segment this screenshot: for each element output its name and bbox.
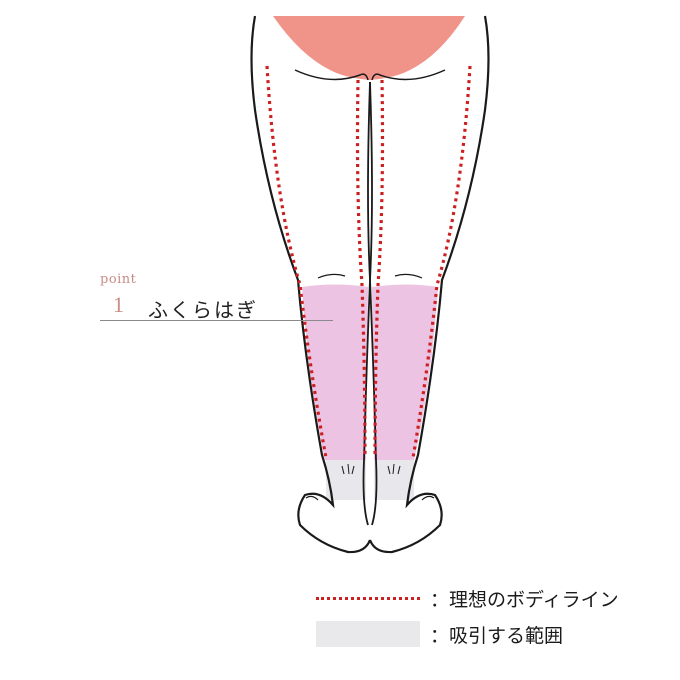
callout-underline	[100, 320, 333, 321]
ideal-line-right-inner	[373, 79, 385, 459]
knee-mark-right	[394, 273, 423, 279]
point-caption: point	[100, 272, 137, 287]
ideal-line-right-outer	[411, 65, 472, 459]
knee-mark-left	[317, 273, 346, 279]
ankle-detail-marks	[341, 463, 401, 475]
left-leg-outline	[250, 15, 372, 554]
calf-highlight-left	[302, 284, 368, 460]
ideal-line-left-inner	[355, 79, 367, 459]
foot-left	[305, 495, 319, 501]
foot-right	[421, 495, 435, 501]
legend-ideal-line-label: ：理想のボディライン	[430, 588, 619, 611]
legend-suction-range-label: ：吸引する範囲	[430, 624, 564, 647]
ankle-area-left	[326, 460, 366, 500]
right-leg-outline	[368, 15, 490, 554]
ideal-body-lines	[265, 65, 472, 459]
right-leg-inner-outline	[369, 81, 378, 526]
legend-gray-swatch	[316, 621, 420, 647]
point-number: 1	[113, 292, 124, 317]
part-name-label: ふくらはぎ	[148, 298, 258, 322]
calf-highlight-right	[372, 284, 438, 460]
ideal-line-left-outer	[265, 65, 328, 459]
legend-suction-range: ：吸引する範囲	[316, 620, 563, 648]
legend-ideal-line: ：理想のボディライン	[316, 584, 619, 612]
buttock-curve-left	[294, 69, 369, 81]
left-leg-inner-outline	[362, 81, 371, 526]
legend-dotted-line-swatch	[316, 596, 420, 600]
buttock-curve-right	[371, 69, 446, 81]
underwear-shape	[273, 16, 465, 80]
